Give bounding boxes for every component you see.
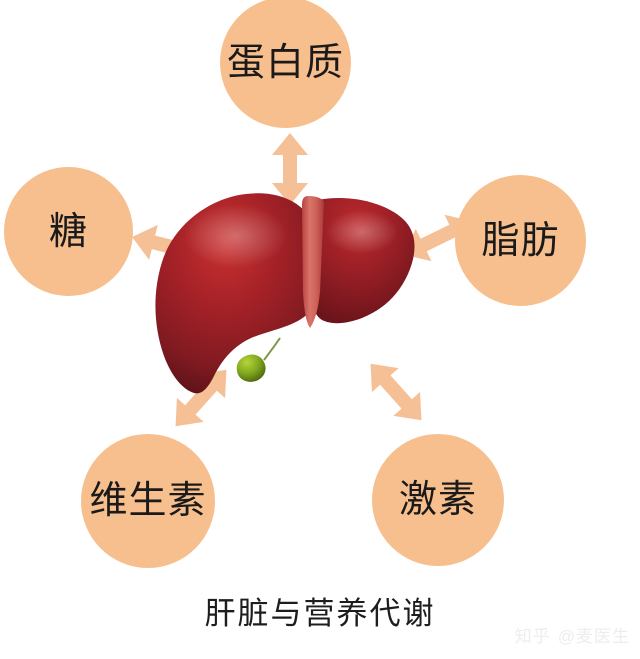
watermark-site: 知乎 <box>514 627 551 646</box>
node-vitamin[interactable]: 维生素 <box>81 434 215 568</box>
node-protein[interactable]: 蛋白质 <box>220 0 351 128</box>
arrow-liver-hormone <box>356 350 437 433</box>
node-sugar-label: 糖 <box>48 210 88 253</box>
node-hormone[interactable]: 激素 <box>372 434 504 566</box>
node-hormone-label: 激素 <box>398 479 477 521</box>
node-fat[interactable]: 脂肪 <box>455 175 586 306</box>
arrow-liver-vitamin <box>161 356 242 439</box>
node-sugar[interactable]: 糖 <box>4 167 133 296</box>
diagram-caption: 肝脏与营养代谢 <box>204 596 436 631</box>
node-fat-label: 脂肪 <box>481 219 560 262</box>
arrow-liver-protein <box>270 133 310 205</box>
watermark: 知乎 @麦医生 <box>515 622 630 647</box>
node-vitamin-label: 维生素 <box>89 480 207 522</box>
liver-illustration <box>150 180 430 405</box>
watermark-author: @麦医生 <box>557 627 630 646</box>
node-protein-label: 蛋白质 <box>226 41 344 84</box>
arrow-liver-fat <box>395 203 481 272</box>
